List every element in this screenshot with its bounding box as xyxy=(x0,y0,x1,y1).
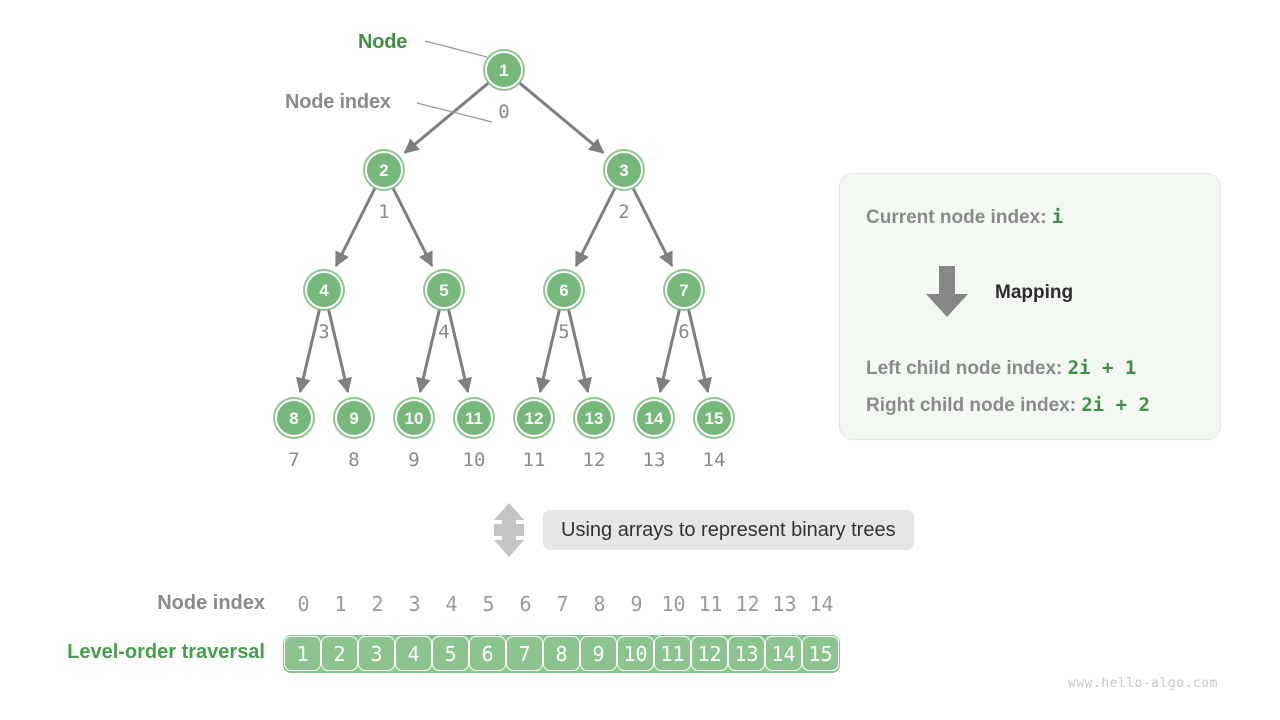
tree-node-index: 4 xyxy=(438,321,450,343)
array-cell: 12 xyxy=(691,636,728,671)
array-index-row-label: Node index xyxy=(157,592,265,614)
tree-node: 4 xyxy=(305,271,343,309)
mapping-label: Mapping xyxy=(995,282,1074,303)
current-node-index-label: Current node index: xyxy=(866,207,1052,228)
array-cell: 14 xyxy=(765,636,802,671)
tree-node-index: 1 xyxy=(378,201,390,223)
tree-edge xyxy=(403,81,490,154)
tree-node-index: 12 xyxy=(582,449,606,471)
array-cell: 13 xyxy=(728,636,765,671)
array-cell: 4 xyxy=(395,636,432,671)
tree-node-index: 8 xyxy=(348,449,360,471)
tree-node-index: 6 xyxy=(678,321,690,343)
array-index-cell: 0 xyxy=(297,592,310,616)
array-index-cell: 9 xyxy=(630,592,643,616)
array-cell: 8 xyxy=(543,636,580,671)
tree-edge xyxy=(575,187,617,268)
tree-node-index: 13 xyxy=(642,449,666,471)
annotation-node-index-label: Node index xyxy=(285,91,391,113)
tree-node: 13 xyxy=(575,399,613,437)
tree-node: 9 xyxy=(335,399,373,437)
tree-edge xyxy=(335,187,377,268)
tree-edge-group xyxy=(295,81,713,394)
tree-node: 2 xyxy=(365,151,403,189)
tree-edge xyxy=(631,187,673,268)
array-index-cell: 10 xyxy=(661,592,686,616)
tree-edge xyxy=(391,187,433,268)
array-cell: 15 xyxy=(802,636,839,671)
array-cell: 6 xyxy=(469,636,506,671)
array-cell: 7 xyxy=(506,636,543,671)
tree-node-index: 7 xyxy=(288,449,300,471)
up-down-arrow-icon xyxy=(494,503,524,557)
tree-node-index: 10 xyxy=(462,449,486,471)
tree-node: 11 xyxy=(455,399,493,437)
tree-edge xyxy=(518,81,605,154)
caption-pill: Using arrays to represent binary trees xyxy=(543,510,914,550)
array-index-cell: 5 xyxy=(482,592,495,616)
array-index-cell: 12 xyxy=(735,592,760,616)
array-cell: 5 xyxy=(432,636,469,671)
tree-node: 8 xyxy=(275,399,313,437)
tree-node: 3 xyxy=(605,151,643,189)
left-child-index-label: Left child node index: xyxy=(866,358,1068,379)
array-index-cell: 3 xyxy=(408,592,421,616)
right-child-index-line: Right child node index: 2i + 2 xyxy=(866,394,1150,417)
leader-line-node xyxy=(424,40,488,58)
array-index-cell: 1 xyxy=(334,592,347,616)
watermark: www.hello-algo.com xyxy=(1068,676,1218,691)
leader-line-node-index xyxy=(416,102,493,123)
tree-node: 14 xyxy=(635,399,673,437)
array-index-cell: 14 xyxy=(809,592,834,616)
tree-node-index: 0 xyxy=(498,101,510,123)
tree-node: 5 xyxy=(425,271,463,309)
array-index-cell: 4 xyxy=(445,592,458,616)
tree-node-index: 3 xyxy=(318,321,330,343)
current-node-index-value: i xyxy=(1051,206,1064,228)
level-order-traversal-label: Level-order traversal xyxy=(67,641,265,663)
array-cell: 2 xyxy=(321,636,358,671)
tree-node: 10 xyxy=(395,399,433,437)
array-cell: 1 xyxy=(284,636,321,671)
left-child-index-line: Left child node index: 2i + 1 xyxy=(866,357,1136,380)
traversal-label-wrap: Level-order traversal xyxy=(30,641,265,669)
tree-node: 1 xyxy=(485,51,523,89)
array-index-cell: 8 xyxy=(593,592,606,616)
array-cell: 11 xyxy=(654,636,691,671)
array-index-label-wrap: Node index xyxy=(60,592,265,618)
mapping-info-panel: Current node index: i Mapping Left child… xyxy=(839,173,1221,440)
caption-text: Using arrays to represent binary trees xyxy=(561,518,896,541)
array-index-cell: 6 xyxy=(519,592,532,616)
tree-node: 6 xyxy=(545,271,583,309)
array-cell: 3 xyxy=(358,636,395,671)
tree-node: 12 xyxy=(515,399,553,437)
array-cell: 10 xyxy=(617,636,654,671)
array-cell: 9 xyxy=(580,636,617,671)
tree-node: 7 xyxy=(665,271,703,309)
array-index-cell: 2 xyxy=(371,592,384,616)
right-child-index-value: 2i + 2 xyxy=(1081,394,1150,416)
current-node-index-line: Current node index: i xyxy=(866,206,1063,229)
tree-node-index: 5 xyxy=(558,321,570,343)
array-index-cell: 11 xyxy=(698,592,723,616)
left-child-index-value: 2i + 1 xyxy=(1067,357,1137,379)
annotation-node-label: Node xyxy=(358,31,408,53)
array-index-cell: 7 xyxy=(556,592,569,616)
tree-node: 15 xyxy=(695,399,733,437)
tree-node-index: 9 xyxy=(408,449,420,471)
right-child-index-label: Right child node index: xyxy=(866,395,1082,416)
array-index-cell: 13 xyxy=(772,592,797,616)
tree-node-index: 2 xyxy=(618,201,630,223)
tree-node-index: 14 xyxy=(702,449,726,471)
tree-node-index: 11 xyxy=(522,449,546,471)
down-arrow-icon xyxy=(926,266,968,317)
